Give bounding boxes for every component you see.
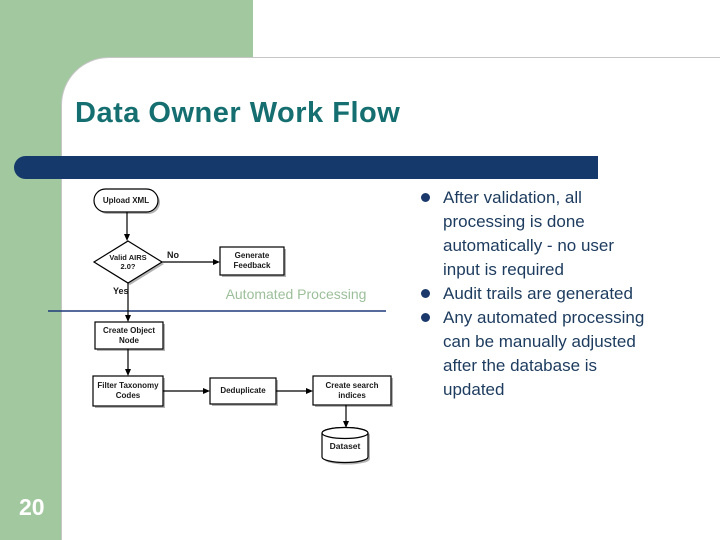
bullet-dot	[421, 193, 430, 202]
edge-label-yes: Yes	[113, 286, 129, 296]
bullet-dot	[421, 289, 430, 298]
title-underline-bar	[14, 156, 598, 179]
bullet-text: Audit trails are generated	[443, 284, 633, 303]
automated-processing-label: Automated Processing	[225, 286, 367, 302]
slide-title: Data Owner Work Flow	[75, 97, 401, 129]
node-generate-feedback-shape	[219, 246, 285, 276]
flow-arrows	[124, 212, 349, 428]
node-filter-taxonomy-codes-shape	[92, 375, 164, 407]
node-create-object-node-shape	[94, 321, 164, 350]
green-left-strip	[0, 0, 62, 540]
bullet-item: Any automated processing can be manually…	[418, 306, 693, 402]
node-dataset-cylinder-top	[321, 426, 369, 440]
node-valid-airs-decision-shape	[92, 240, 164, 284]
bullet-dot	[421, 313, 430, 322]
edge-label-no: No	[167, 250, 179, 260]
bullet-text: Any automated processing can be manually…	[443, 308, 645, 399]
node-deduplicate-shape	[209, 377, 277, 405]
node-create-search-indices-shape	[312, 375, 392, 406]
bullet-list: After validation, all processing is done…	[418, 186, 693, 402]
bullet-item: Audit trails are generated	[418, 282, 693, 306]
page-number: 20	[19, 494, 45, 520]
content-panel	[61, 57, 720, 540]
bullet-text: After validation, all processing is done…	[443, 188, 615, 279]
bullet-item: After validation, all processing is done…	[418, 186, 693, 282]
node-upload-xml-shape	[93, 188, 159, 213]
